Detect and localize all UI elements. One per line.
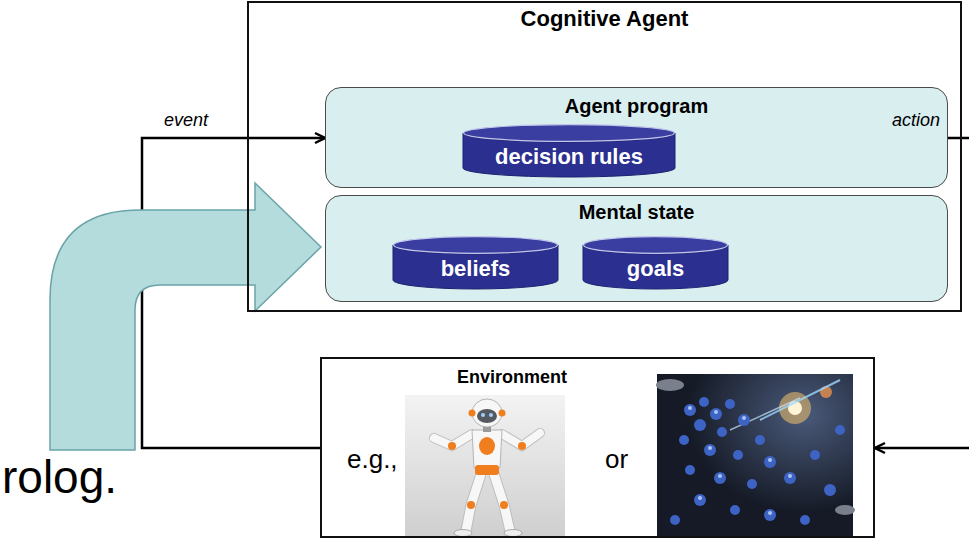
text-slot: beliefs xyxy=(393,236,558,289)
flow-label: event xyxy=(164,110,208,131)
text-slot: decision rules xyxy=(463,124,675,177)
panel-title: Mental state xyxy=(579,201,695,224)
text-slot: Agent program xyxy=(326,95,947,118)
text-slot: Mental state xyxy=(326,201,947,224)
robot-joint xyxy=(500,501,508,509)
environment-box: Environment e.g., or xyxy=(320,357,875,538)
terrain xyxy=(656,379,855,515)
robot-eye xyxy=(489,413,493,417)
label-slot: rolog. xyxy=(2,452,117,503)
flow-arrow xyxy=(142,138,325,448)
robot-foot xyxy=(504,530,522,537)
robot-leg xyxy=(494,474,510,531)
label-slot: action xyxy=(892,110,940,131)
database-cylinder: decision rules xyxy=(463,124,675,177)
label-slot: event xyxy=(164,110,208,131)
robot-ear xyxy=(499,410,506,417)
text-slot: Cognitive Agent xyxy=(249,6,960,31)
text-slot: Environment xyxy=(457,367,567,388)
robot-chest xyxy=(479,437,495,455)
robot-hips xyxy=(475,465,499,475)
screenshot-ground xyxy=(657,374,853,537)
program-panel: decision rules Agent program xyxy=(325,87,948,188)
robot-leg xyxy=(466,474,481,531)
store-label: goals xyxy=(627,256,684,281)
cylinder-top xyxy=(464,125,675,142)
example-text: or xyxy=(605,445,628,475)
state-panel: beliefs goals Mental state xyxy=(325,195,948,302)
flow-label: action xyxy=(892,110,940,131)
panel-title: Agent program xyxy=(565,95,708,118)
robot-joint xyxy=(518,442,526,450)
robot-ear xyxy=(469,410,476,417)
robot-head xyxy=(472,399,502,427)
robot-leg xyxy=(466,474,481,531)
robot-face xyxy=(477,409,497,423)
example-text: e.g., xyxy=(347,445,398,475)
robot-photo xyxy=(405,395,565,537)
robot-joint xyxy=(448,442,456,450)
robot-joint xyxy=(467,501,475,509)
box-title: Environment xyxy=(457,367,567,388)
database-cylinder: goals xyxy=(583,236,728,289)
unit-highlight xyxy=(688,406,792,515)
robot-eye xyxy=(481,413,485,417)
cylinder-top xyxy=(394,237,558,254)
cylinder-top xyxy=(584,237,728,254)
store-label: beliefs xyxy=(441,256,511,281)
photo-ground xyxy=(405,395,565,537)
game-screenshot xyxy=(656,374,855,537)
laser-beam xyxy=(760,380,840,420)
curved-arrow xyxy=(50,183,321,450)
store-label: decision rules xyxy=(495,144,643,169)
robot-foot xyxy=(454,530,472,537)
unit-cluster xyxy=(670,397,845,525)
robot-torso xyxy=(472,430,502,468)
box-title: Cognitive Agent xyxy=(521,6,689,31)
text-slot: goals xyxy=(583,236,728,289)
robot-leg xyxy=(494,474,510,531)
agent-box: decision rules Agent program beliefs goals M… xyxy=(247,1,962,312)
text-slot: or xyxy=(605,445,628,475)
cut-off-word: rolog. xyxy=(2,452,117,503)
database-cylinder: beliefs xyxy=(393,236,558,289)
text-slot: e.g., xyxy=(347,445,398,475)
laser-beam xyxy=(730,398,800,430)
